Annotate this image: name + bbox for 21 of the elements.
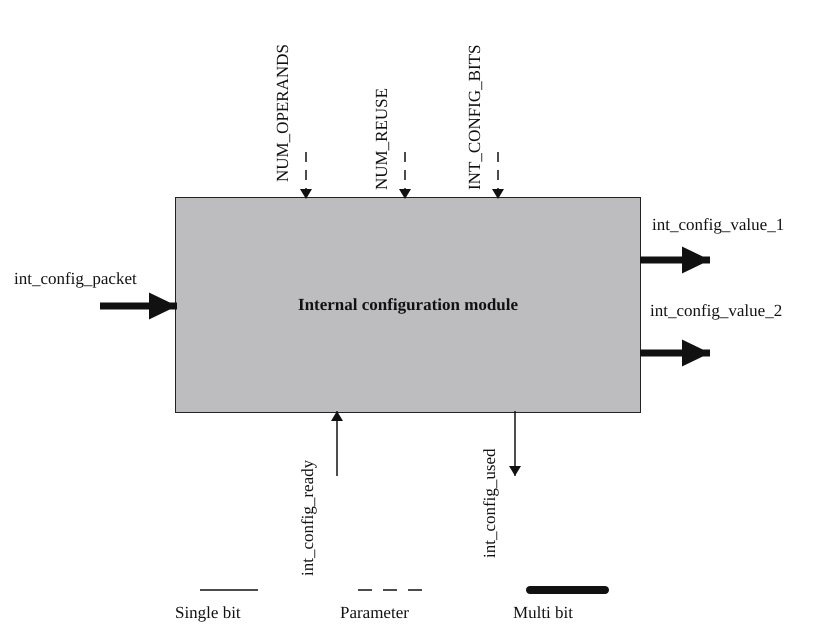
legend-label: Parameter bbox=[340, 604, 409, 622]
arrow bbox=[509, 411, 521, 476]
thick-arrow bbox=[640, 246, 710, 274]
signal-label: int_config_value_1 bbox=[652, 216, 784, 234]
legend-label: Single bit bbox=[175, 604, 241, 622]
thick-arrow bbox=[100, 292, 177, 320]
module-title: Internal configuration module bbox=[298, 295, 518, 315]
signal-label: int_config_ready bbox=[299, 460, 317, 576]
signal-label: int_config_value_2 bbox=[650, 302, 782, 320]
legend-label: Multi bit bbox=[513, 604, 573, 622]
signal-label: NUM_REUSE bbox=[373, 88, 391, 190]
arrow bbox=[331, 411, 343, 476]
dashed-arrow bbox=[492, 152, 504, 199]
signal-label: int_config_packet bbox=[14, 270, 137, 288]
signal-label: INT_CONFIG_BITS bbox=[466, 44, 484, 190]
thick-arrow bbox=[640, 340, 710, 366]
dashed-arrow bbox=[300, 152, 312, 199]
signal-label: int_config_used bbox=[481, 448, 499, 558]
module-box bbox=[175, 197, 641, 413]
dashed-arrow bbox=[399, 152, 411, 199]
signal-label: NUM_OPERANDS bbox=[274, 44, 292, 182]
